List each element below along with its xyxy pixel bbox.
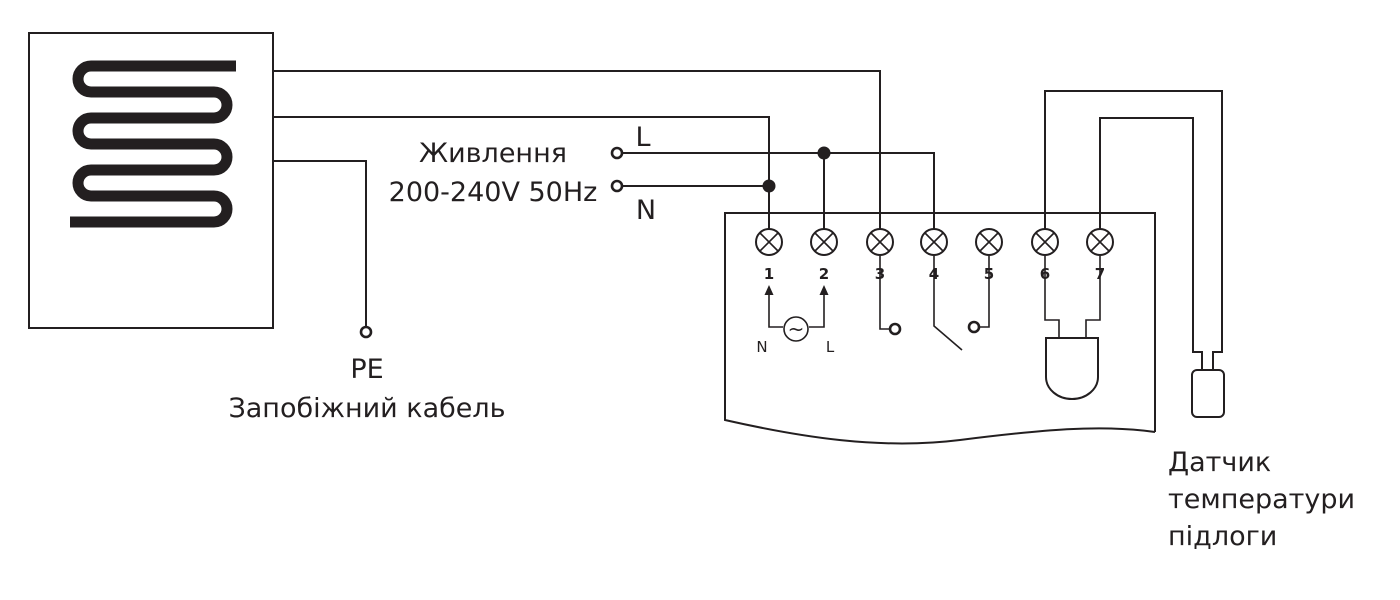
line-wire — [623, 152, 935, 242]
relay-contact-point — [888, 322, 902, 336]
terminal-6 — [1031, 228, 1059, 256]
floor-sensor-label-line-2: температури — [1168, 484, 1355, 515]
relay-switch-arm — [933, 256, 963, 351]
power-spec: 200-240V 50Hz — [389, 177, 598, 208]
terminal-block — [755, 228, 1114, 256]
supply-circuit: ~ N L — [756, 285, 835, 356]
terminal-7 — [1086, 228, 1114, 256]
pe-wire — [273, 160, 367, 326]
relay-contact-point — [967, 320, 981, 334]
line-label: L — [635, 122, 650, 153]
heating-mat-frame — [28, 32, 274, 329]
pe-label: PE — [350, 354, 383, 385]
arrow-up-icon — [764, 285, 774, 295]
floor-sensor-wire-7 — [1099, 117, 1203, 370]
floor-sensor-wire-6 — [1044, 90, 1223, 370]
internal-sensor-icon — [1045, 337, 1099, 400]
terminal-5 — [975, 228, 1003, 256]
internal-n-label: N — [756, 338, 767, 356]
terminal-number-1: 1 — [764, 265, 774, 283]
floor-sensor-probe-icon — [1191, 369, 1225, 418]
terminal-2 — [810, 228, 838, 256]
power-title: Живлення — [419, 138, 567, 169]
heater-wire-to-terminal-3 — [273, 70, 881, 242]
safety-cable-label: Запобіжний кабель — [228, 393, 505, 424]
relay-contact — [879, 256, 990, 351]
pe-terminal — [359, 325, 373, 339]
thermostat-housing — [724, 212, 1156, 445]
terminal-4 — [920, 228, 948, 256]
heater-wire-to-terminal-1 — [273, 116, 770, 242]
neutral-input-terminal — [610, 179, 624, 193]
line-junction-dot — [817, 146, 831, 160]
ac-source-icon — [783, 316, 809, 342]
floor-sensor-label-line-3: підлоги — [1168, 521, 1277, 552]
floor-sensor-label-line-1: Датчик — [1168, 447, 1271, 478]
arrow-up-icon — [819, 285, 829, 295]
ac-symbol: ~ — [788, 317, 805, 341]
neutral-label: N — [636, 195, 656, 226]
line-input-terminal — [610, 146, 624, 160]
neutral-junction-dot — [762, 179, 776, 193]
terminal-number-2: 2 — [819, 265, 829, 283]
internal-l-label: L — [826, 338, 835, 356]
terminal-1 — [755, 228, 783, 256]
heating-element-icon — [70, 60, 236, 228]
internal-sensor — [1044, 256, 1101, 400]
heating-mat — [28, 32, 274, 329]
terminal-3 — [866, 228, 894, 256]
floor-sensor — [1044, 90, 1225, 418]
